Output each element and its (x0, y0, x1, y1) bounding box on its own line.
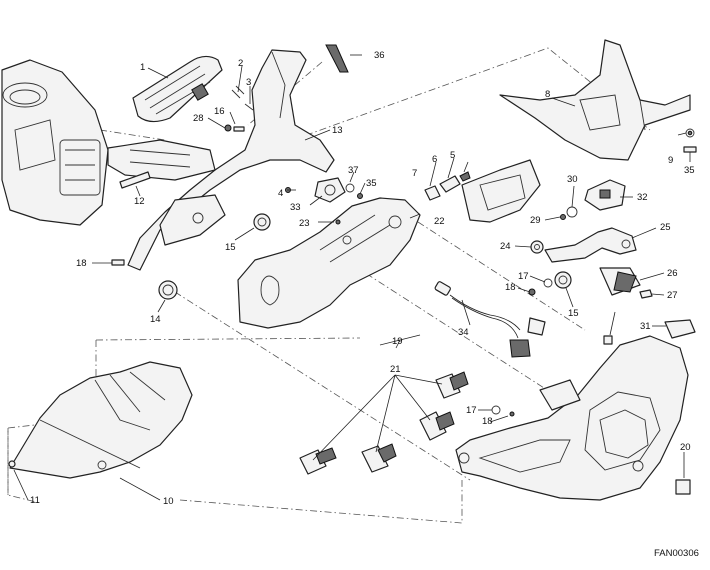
callout-27: 27 (667, 290, 678, 301)
callout-34: 34 (458, 327, 469, 338)
leader-lines (13, 54, 691, 501)
callout-35b: 35 (684, 165, 695, 176)
mirror-bracket (528, 227, 653, 299)
callout-22: 22 (434, 216, 445, 227)
callout-18b: 18 (505, 282, 516, 293)
callout-18c: 18 (482, 416, 493, 427)
callout-17a: 17 (518, 271, 529, 282)
callout-4: 4 (278, 188, 283, 199)
headlight-assembly (455, 319, 696, 501)
callout-32: 32 (637, 192, 648, 203)
lower-fairing-cover (8, 361, 193, 479)
callout-26: 26 (667, 268, 678, 279)
callout-5: 5 (450, 150, 455, 161)
fairing-hardware (560, 128, 697, 220)
callout-15a: 15 (225, 242, 236, 253)
wiring-harness (434, 281, 546, 358)
callout-6: 6 (432, 154, 437, 165)
instrument-cluster (132, 55, 223, 123)
callout-17b: 17 (466, 405, 477, 416)
headlight-frame (237, 197, 421, 329)
callout-37: 37 (348, 165, 359, 176)
callout-21: 21 (390, 364, 401, 375)
callout-25: 25 (660, 222, 671, 233)
callout-labels: 1 2 3 4 5 6 7 8 9 10 11 12 13 14 15 15 1… (30, 50, 699, 559)
callout-24: 24 (500, 241, 511, 252)
callout-19: 19 (392, 336, 403, 347)
callout-9: 9 (668, 155, 673, 166)
headlight-support-bracket (107, 49, 335, 271)
callout-11: 11 (30, 495, 40, 506)
bulbs (299, 334, 469, 475)
callout-14: 14 (150, 314, 161, 325)
callout-31: 31 (640, 321, 651, 332)
frame-outline (1, 59, 109, 226)
callout-29: 29 (530, 215, 541, 226)
callout-36: 36 (374, 50, 385, 61)
callout-30: 30 (567, 174, 578, 185)
callout-2: 2 (238, 58, 243, 69)
front-fairing (461, 39, 691, 223)
callout-35a: 35 (366, 178, 377, 189)
callout-28: 28 (193, 113, 204, 124)
sensor-components (111, 44, 471, 300)
callout-16: 16 (214, 106, 225, 117)
callout-1: 1 (140, 62, 145, 73)
callout-13: 13 (332, 125, 343, 136)
callout-12: 12 (134, 196, 145, 207)
callout-15b: 15 (568, 308, 579, 319)
callout-23: 23 (299, 218, 310, 229)
callout-10: 10 (163, 496, 174, 507)
callout-33: 33 (290, 202, 301, 213)
callout-3: 3 (246, 77, 251, 88)
callout-18a: 18 (76, 258, 87, 269)
callout-20: 20 (680, 442, 691, 453)
callout-7: 7 (412, 168, 417, 179)
callout-8: 8 (545, 89, 550, 100)
drawing-code: FAN00306 (654, 548, 699, 559)
